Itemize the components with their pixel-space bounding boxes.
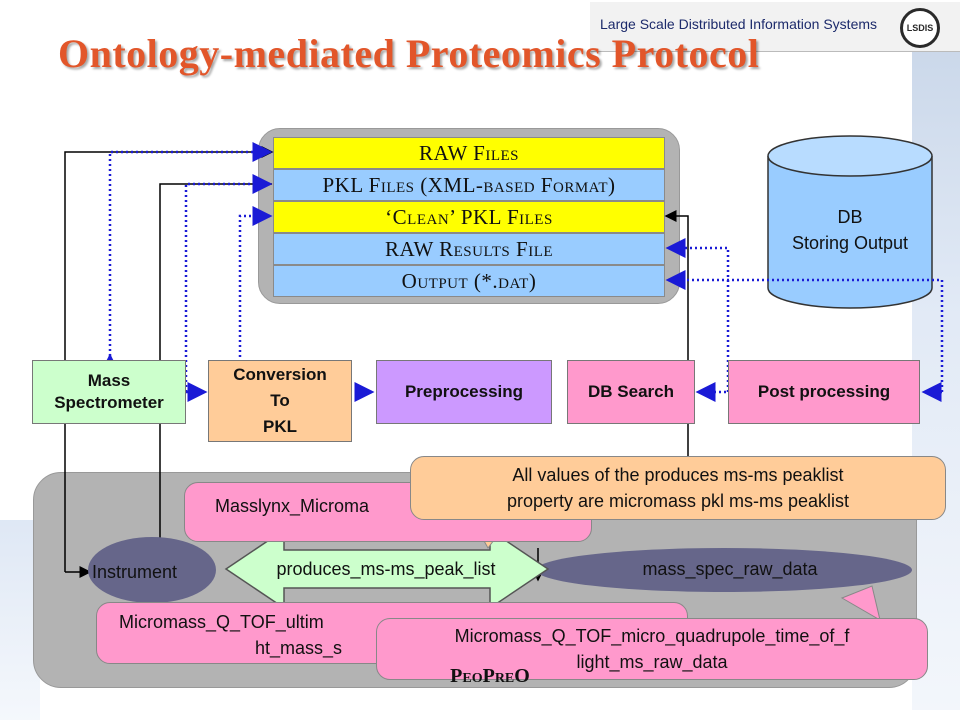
micro-label-2: light_ms_raw_data: [576, 652, 728, 672]
file-clean-pkl: ‘Clean’ PKL Files: [273, 201, 665, 233]
callout-note: All values of the produces ms-ms peaklis…: [410, 456, 946, 520]
instrument-oval: [88, 537, 216, 603]
conversion-box: Conversion To PKL: [208, 360, 352, 442]
logo-seal: LSDIS: [900, 8, 940, 48]
logo-bar: [590, 2, 960, 52]
page-title: Ontology-mediated Proteomics Protocol: [58, 31, 760, 76]
db-label-line1: DB: [837, 207, 863, 227]
conv-label-1: Conversion: [233, 365, 327, 384]
file-raw-results: RAW Results File: [273, 233, 665, 265]
instrument-label: Instrument: [92, 562, 178, 582]
qtof-micro-box: Micromass_Q_TOF_micro_quadrupole_time_of…: [376, 618, 928, 680]
peopreo-label: PeoPreO: [450, 664, 530, 687]
db-search-box: DB Search: [567, 360, 695, 424]
mass-label-2: Spectrometer: [54, 393, 164, 412]
db-cylinder: [767, 135, 933, 309]
pink-tail: [840, 585, 881, 622]
mass-spectrometer-box: Mass Spectrometer: [32, 360, 186, 424]
qtof-label-2: ht_mass_s: [255, 638, 343, 658]
raw-data-oval: [536, 548, 912, 592]
callout-line2: property are micromass pkl ms-ms peaklis…: [506, 491, 850, 511]
conv-label-2: To: [270, 391, 290, 410]
produces-arrow: [224, 528, 550, 610]
callout-line1: All values of the produces ms-ms peaklis…: [512, 465, 844, 485]
masslynx-label: Masslynx_Microma: [215, 496, 370, 516]
file-raw: RAW Files: [273, 137, 665, 169]
post-processing-box: Post processing: [728, 360, 920, 424]
qtof-label-1: Micromass_Q_TOF_ultim: [119, 612, 324, 632]
micro-label-1: Micromass_Q_TOF_micro_quadrupole_time_of…: [454, 626, 850, 646]
file-output: Output (*.dat): [273, 265, 665, 297]
preprocessing-box: Preprocessing: [376, 360, 552, 424]
db-storage-label: DB Storing Output: [766, 200, 934, 260]
produces-label: produces_ms-ms_peak_list: [276, 558, 496, 579]
mass-label-1: Mass: [87, 371, 131, 390]
file-pkl: PKL Files (XML-based Format): [273, 169, 665, 201]
logo-text: Large Scale Distributed Information Syst…: [600, 16, 878, 32]
raw-data-label: mass_spec_raw_data: [642, 558, 818, 579]
conv-label-3: PKL: [263, 417, 297, 436]
db-label-line2: Storing Output: [791, 233, 909, 253]
